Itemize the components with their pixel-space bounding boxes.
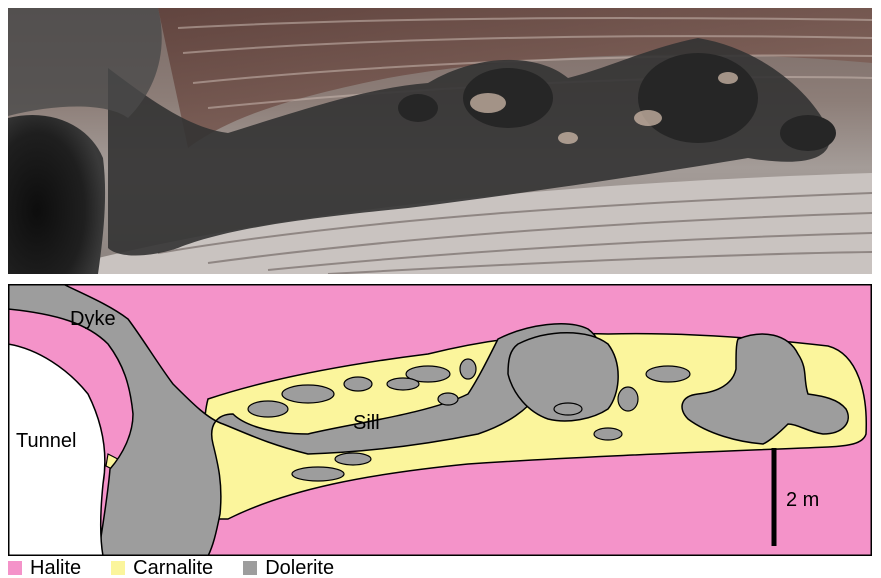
halite-swatch bbox=[8, 561, 22, 575]
sill-label: Sill bbox=[353, 412, 380, 434]
geological-map: Dyke Sill Tunnel 2 m bbox=[8, 284, 872, 556]
outcrop-photo bbox=[8, 8, 872, 274]
dyke-label: Dyke bbox=[70, 308, 116, 330]
legend: Halite Carnalite Dolerite bbox=[8, 558, 334, 578]
tunnel-label: Tunnel bbox=[16, 430, 76, 452]
legend-label-halite: Halite bbox=[30, 558, 81, 578]
legend-label-dolerite: Dolerite bbox=[265, 558, 334, 578]
tunnel-opening-photo bbox=[8, 115, 105, 274]
legend-label-carnalite: Carnalite bbox=[133, 558, 213, 578]
dolerite-swatch bbox=[243, 561, 257, 575]
scale-label: 2 m bbox=[786, 489, 819, 511]
legend-item-carnalite: Carnalite bbox=[111, 558, 213, 578]
tunnel-wall-photo bbox=[8, 8, 162, 118]
legend-item-halite: Halite bbox=[8, 558, 81, 578]
carnalite-swatch bbox=[111, 561, 125, 575]
legend-item-dolerite: Dolerite bbox=[243, 558, 334, 578]
